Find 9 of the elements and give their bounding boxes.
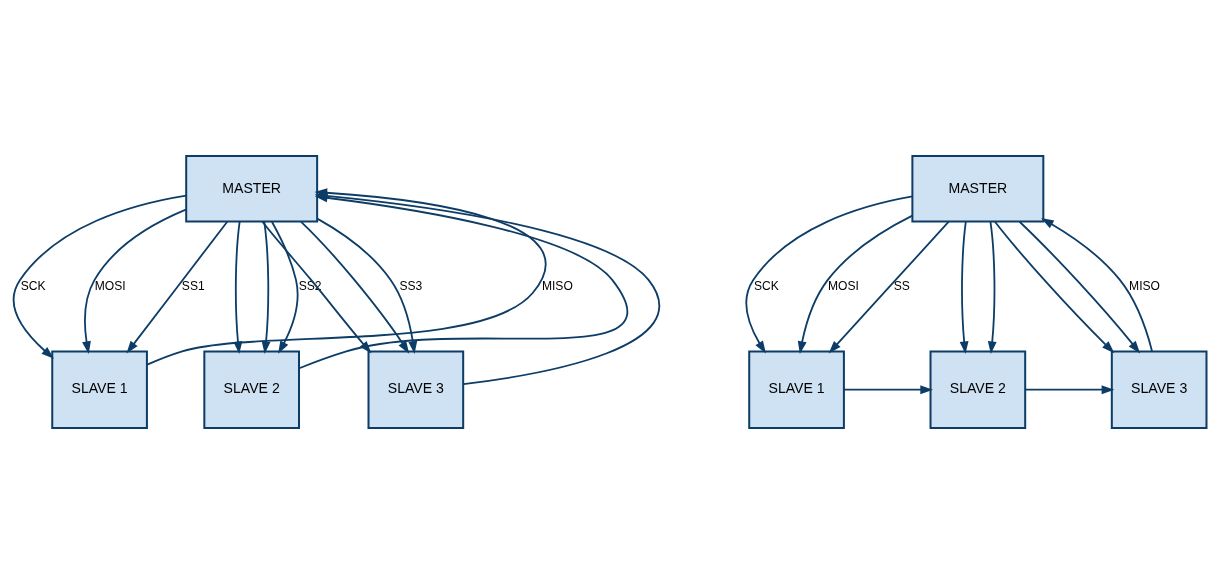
edge-label: SCK xyxy=(753,278,779,293)
edge-label: SCK xyxy=(20,278,46,293)
edge-label: SS xyxy=(893,278,910,293)
edge-label: MOSI xyxy=(94,278,126,293)
edge-label: MISO xyxy=(1129,278,1160,293)
edge-label: SS1 xyxy=(181,278,205,293)
edge-label: MISO xyxy=(541,278,573,293)
edge-label: SS3 xyxy=(399,278,423,293)
edge-label: MOSI xyxy=(827,278,859,293)
